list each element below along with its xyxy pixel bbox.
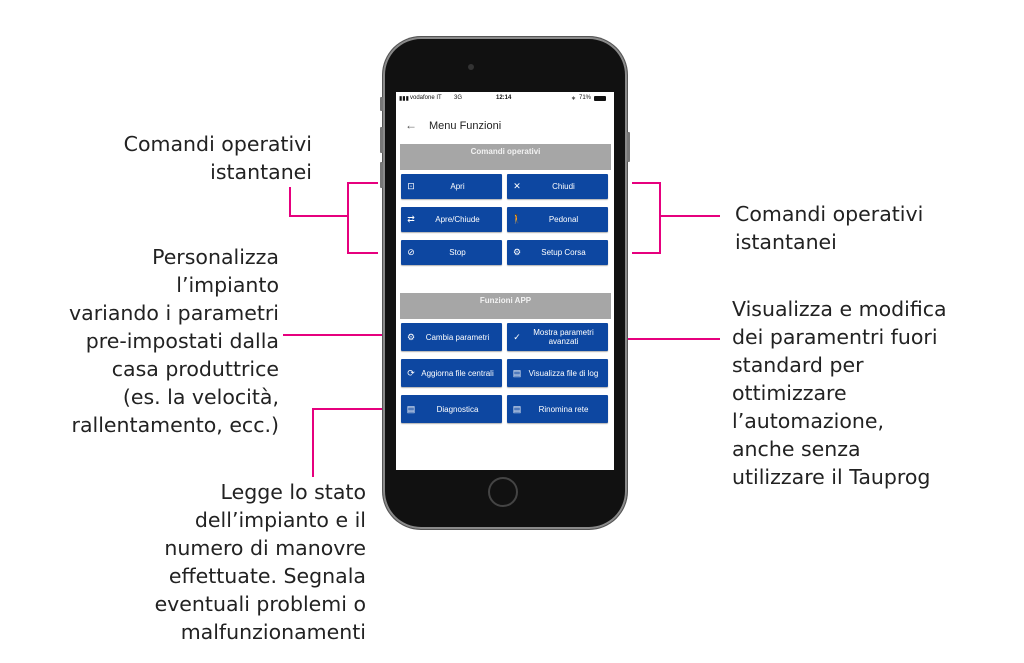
apri-button[interactable]: ⊡Apri xyxy=(401,174,502,199)
aggiorna-file-centrali-button[interactable]: ⟳Aggiorna file centrali xyxy=(401,359,502,387)
app-screen: ▮▮▮ vodafone IT 3G 12:14 ∗ 71% ← Menu Fun… xyxy=(396,92,614,470)
annotation-top-right: Comandi operativi istantanei xyxy=(735,202,924,254)
connector-line xyxy=(606,338,720,340)
bracket-left xyxy=(347,182,349,254)
check-icon: ✓ xyxy=(513,331,521,342)
diagnostica-button[interactable]: ▤Diagnostica xyxy=(401,395,502,423)
visualizza-file-log-button[interactable]: ▤Visualizza file di log xyxy=(507,359,608,387)
annotation-top-left: Comandi operativi istantanei xyxy=(123,132,312,184)
annotation-middle-left: Personalizza l’impianto variando i param… xyxy=(69,245,279,437)
annotation-middle-right: Visualizza e modifica dei paramentri fuo… xyxy=(732,297,947,489)
connector-line xyxy=(283,334,403,336)
back-arrow-icon[interactable]: ← xyxy=(405,118,417,132)
document-icon: ▤ xyxy=(512,367,522,378)
signal-icon: ▮▮▮ xyxy=(399,96,409,102)
bracket-left xyxy=(347,182,378,184)
connector-line xyxy=(289,187,291,216)
network: 3G xyxy=(454,95,463,101)
refresh-icon: ⟳ xyxy=(407,367,415,378)
time: 12:14 xyxy=(496,95,512,101)
connector-line xyxy=(312,408,314,477)
phone-frame: ▮▮▮ vodafone IT 3G 12:14 ∗ 71% ← Menu Fun… xyxy=(380,37,630,529)
connector-line xyxy=(312,408,402,410)
document-icon: ▤ xyxy=(512,403,522,414)
mostra-parametri-avanzati-button[interactable]: ✓Mostra parametri avanzati xyxy=(507,323,608,351)
cambia-parametri-button[interactable]: ⚙Cambia parametri xyxy=(401,323,502,351)
section-header-funzioni-app: Funzioni APP xyxy=(400,293,611,319)
carrier: vodafone IT xyxy=(410,95,442,101)
bracket-right xyxy=(632,252,661,254)
document-icon: ▤ xyxy=(406,403,416,414)
pedestrian-icon: 🚶 xyxy=(511,214,523,224)
status-bar: ▮▮▮ vodafone IT 3G 12:14 ∗ 71% xyxy=(396,95,614,105)
header: ← Menu Funzioni xyxy=(405,118,501,132)
stop-icon: ⊘ xyxy=(407,247,415,257)
stop-button[interactable]: ⊘Stop xyxy=(401,240,502,265)
rinomina-rete-button[interactable]: ▤Rinomina rete xyxy=(507,395,608,423)
connector-line xyxy=(289,215,349,217)
setup-corsa-button[interactable]: ⚙Setup Corsa xyxy=(507,240,608,265)
gear-icon: ⚙ xyxy=(512,247,522,257)
pedonal-button[interactable]: 🚶Pedonal xyxy=(507,207,608,232)
page-title: Menu Funzioni xyxy=(429,120,502,132)
section-header-comandi: Comandi operativi xyxy=(400,144,611,170)
bracket-left xyxy=(347,252,378,254)
connector-line xyxy=(659,215,720,217)
close-icon: ✕ xyxy=(513,181,521,191)
battery-icon xyxy=(594,96,606,101)
toggle-arrows-icon: ⇄ xyxy=(407,214,415,224)
battery-level: 71% xyxy=(579,95,592,101)
bracket-right xyxy=(659,182,661,254)
home-button[interactable] xyxy=(488,477,518,507)
bluetooth-icon: ∗ xyxy=(571,96,577,102)
chiudi-button[interactable]: ✕Chiudi xyxy=(507,174,608,199)
gear-icon: ⚙ xyxy=(406,331,416,342)
bracket-right xyxy=(632,182,661,184)
annotation-bottom-left: Legge lo stato dell’impianto e il numero… xyxy=(154,480,366,644)
camera xyxy=(468,64,474,70)
open-icon: ⊡ xyxy=(407,181,415,191)
apre-chiude-button[interactable]: ⇄Apre/Chiude xyxy=(401,207,502,232)
